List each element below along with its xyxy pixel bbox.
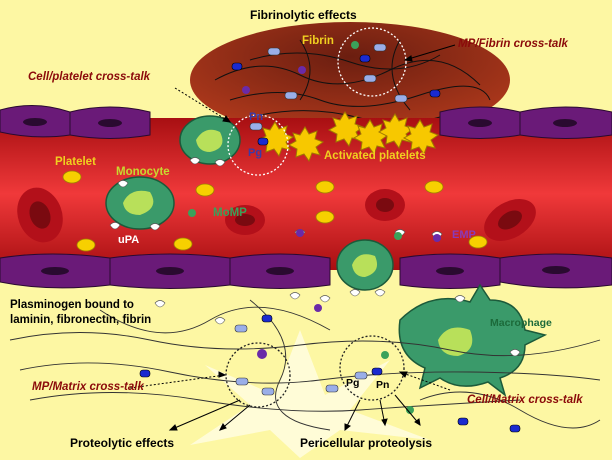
label-monocyte: Monocyte bbox=[116, 166, 170, 178]
monocytes bbox=[105, 115, 394, 291]
label-emp: EMP bbox=[452, 229, 476, 241]
label-cell-matrix-cross-talk: Cell/Matrix cross-talk bbox=[467, 394, 583, 406]
label-fibrin: Fibrin bbox=[302, 35, 334, 47]
label-momp: MoMP bbox=[213, 207, 247, 219]
label-platelet: Platelet bbox=[55, 156, 96, 168]
arrows bbox=[129, 44, 456, 432]
proteolysis-glow bbox=[190, 330, 430, 458]
matrix-fibers bbox=[9, 299, 601, 431]
endothelium-bottom bbox=[0, 253, 612, 289]
label-pg-top: Pg bbox=[248, 147, 263, 159]
label-pericellular-proteolysis: Pericellular proteolysis bbox=[300, 436, 433, 450]
label-plasminogen-bound: Plasminogen bound to laminin, fibronecti… bbox=[10, 299, 152, 326]
label-mp-fibrin-cross-talk: MP/Fibrin cross-talk bbox=[458, 38, 568, 50]
plasmin-pills bbox=[234, 43, 408, 396]
label-pn-bottom: Pn bbox=[376, 379, 390, 391]
red-blood-cells bbox=[17, 187, 536, 243]
label-upa: uPA bbox=[118, 234, 140, 246]
label-mp-matrix-cross-talk: MP/Matrix cross-talk bbox=[32, 381, 144, 393]
label-pg-bottom: Pg bbox=[346, 377, 360, 389]
plasminogen-pills bbox=[139, 54, 521, 433]
label-proteolytic-effects: Proteolytic effects bbox=[70, 436, 175, 450]
label-macrophage: Macrophage bbox=[490, 317, 552, 329]
microparticles bbox=[188, 41, 441, 414]
label-activated-platelets: Activated platelets bbox=[324, 150, 426, 162]
label-cell-platelet-cross-talk: Cell/platelet cross-talk bbox=[28, 71, 151, 83]
label-pn-top: Pn bbox=[249, 111, 264, 123]
platelets bbox=[62, 170, 488, 252]
label-fibrinolytic-effects: Fibrinolytic effects bbox=[250, 8, 357, 22]
activated-platelets bbox=[257, 111, 440, 163]
